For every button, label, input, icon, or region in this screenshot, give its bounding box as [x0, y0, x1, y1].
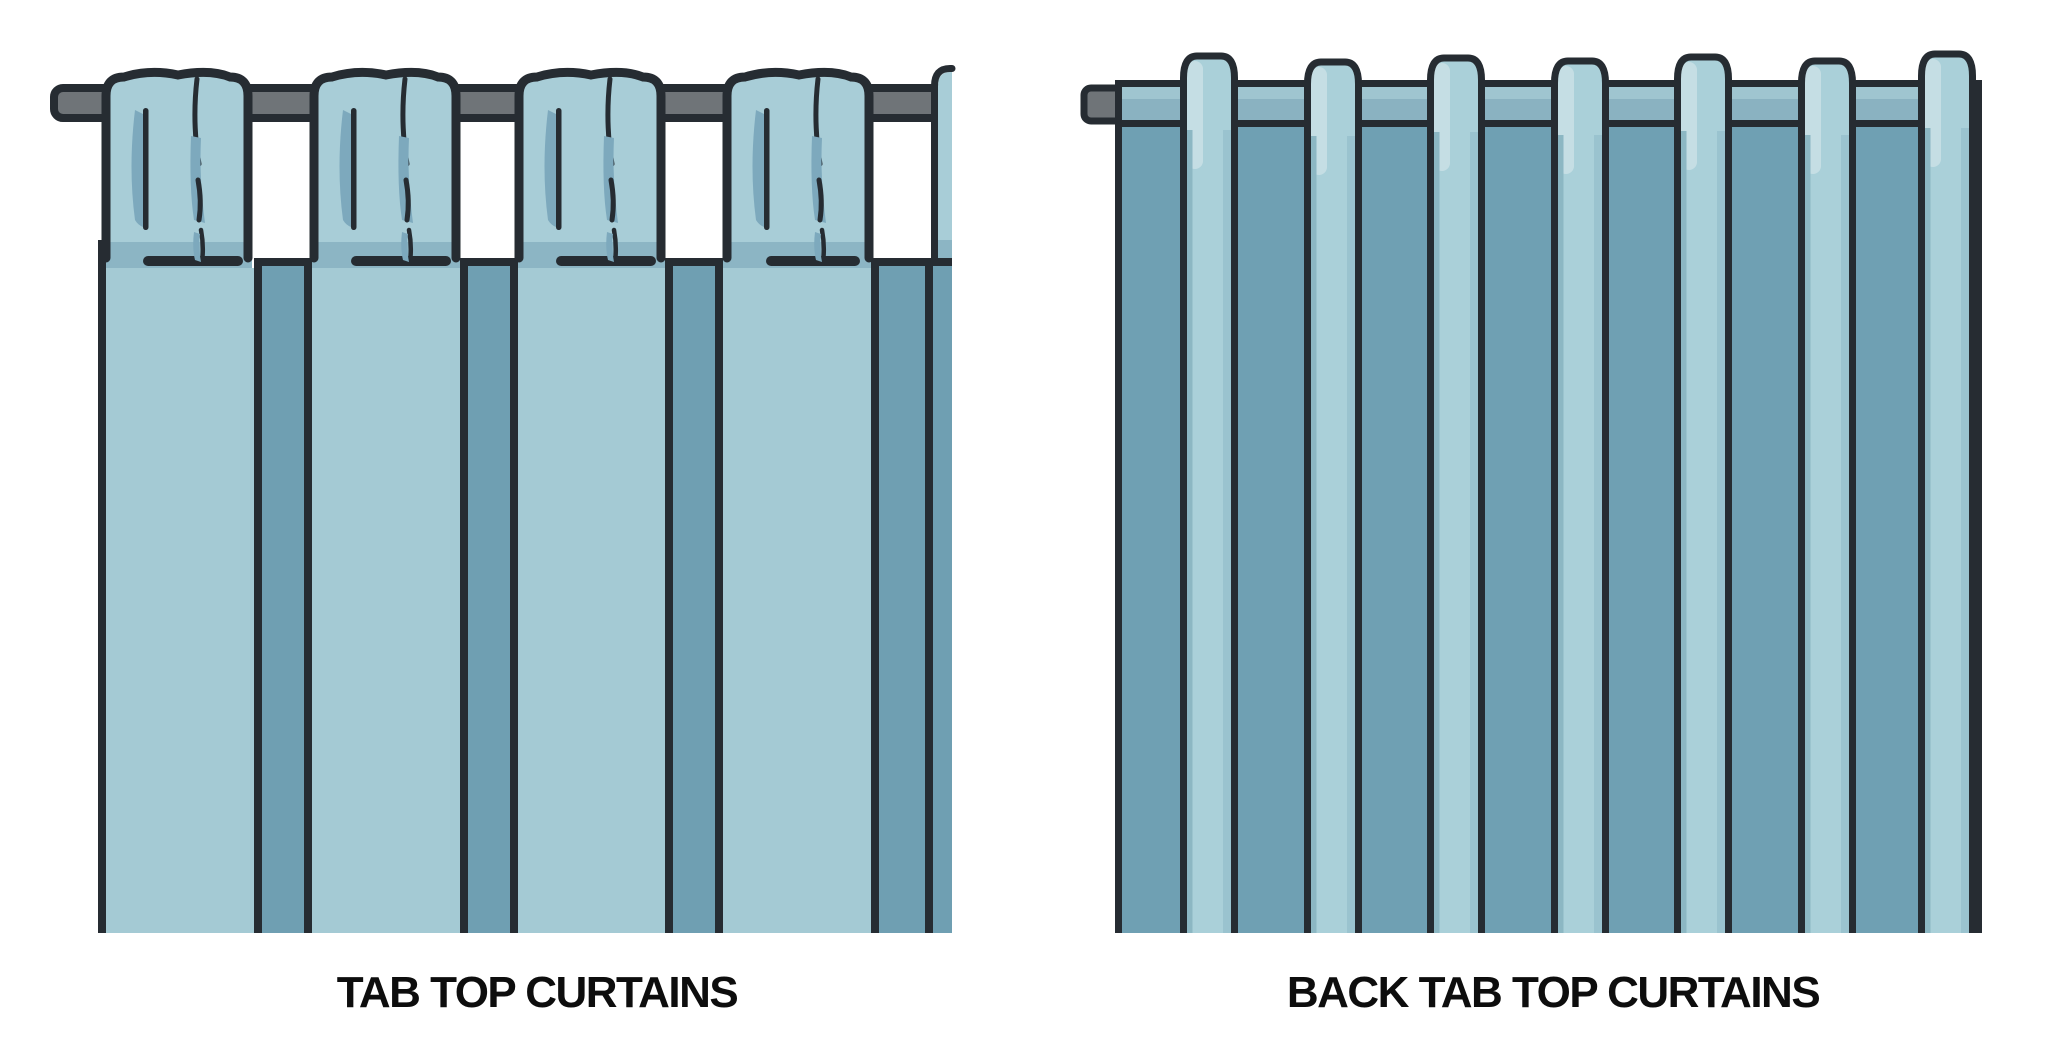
- curtain-tab: [727, 72, 869, 262]
- curtain-edge-strip: [938, 72, 952, 240]
- curtain-tab: [314, 72, 456, 262]
- left-figure-caption: TAB TOP CURTAINS: [337, 968, 738, 1017]
- tab-top-curtain-illustration: [50, 65, 956, 933]
- curtain-fold: [1431, 58, 1482, 944]
- curtain-left-edge: [98, 240, 106, 933]
- right-figure-caption: BACK TAB TOP CURTAINS: [1287, 968, 1820, 1017]
- curtain-tab: [519, 72, 661, 262]
- curtain-right-edge: [1976, 80, 1982, 933]
- back-tab-top-curtain-illustration: [1080, 54, 1982, 948]
- curtain-fold: [1922, 54, 1973, 940]
- hem-bottom-outline: [1115, 120, 1982, 127]
- hem-top-outline: [1115, 80, 1982, 87]
- curtain-tab: [106, 72, 248, 262]
- curtain-fold: [1802, 61, 1853, 947]
- curtain-edge-strip-outline: [931, 65, 956, 262]
- seam-stitch-dashes: [143, 256, 860, 266]
- curtain-fold: [1184, 56, 1235, 942]
- curtain-left-edge: [1115, 80, 1122, 933]
- pleat-stripes: [254, 258, 952, 933]
- curtain-fold: [1678, 57, 1729, 943]
- curtain-fold: [1308, 62, 1359, 948]
- curtain-fold: [1555, 61, 1606, 947]
